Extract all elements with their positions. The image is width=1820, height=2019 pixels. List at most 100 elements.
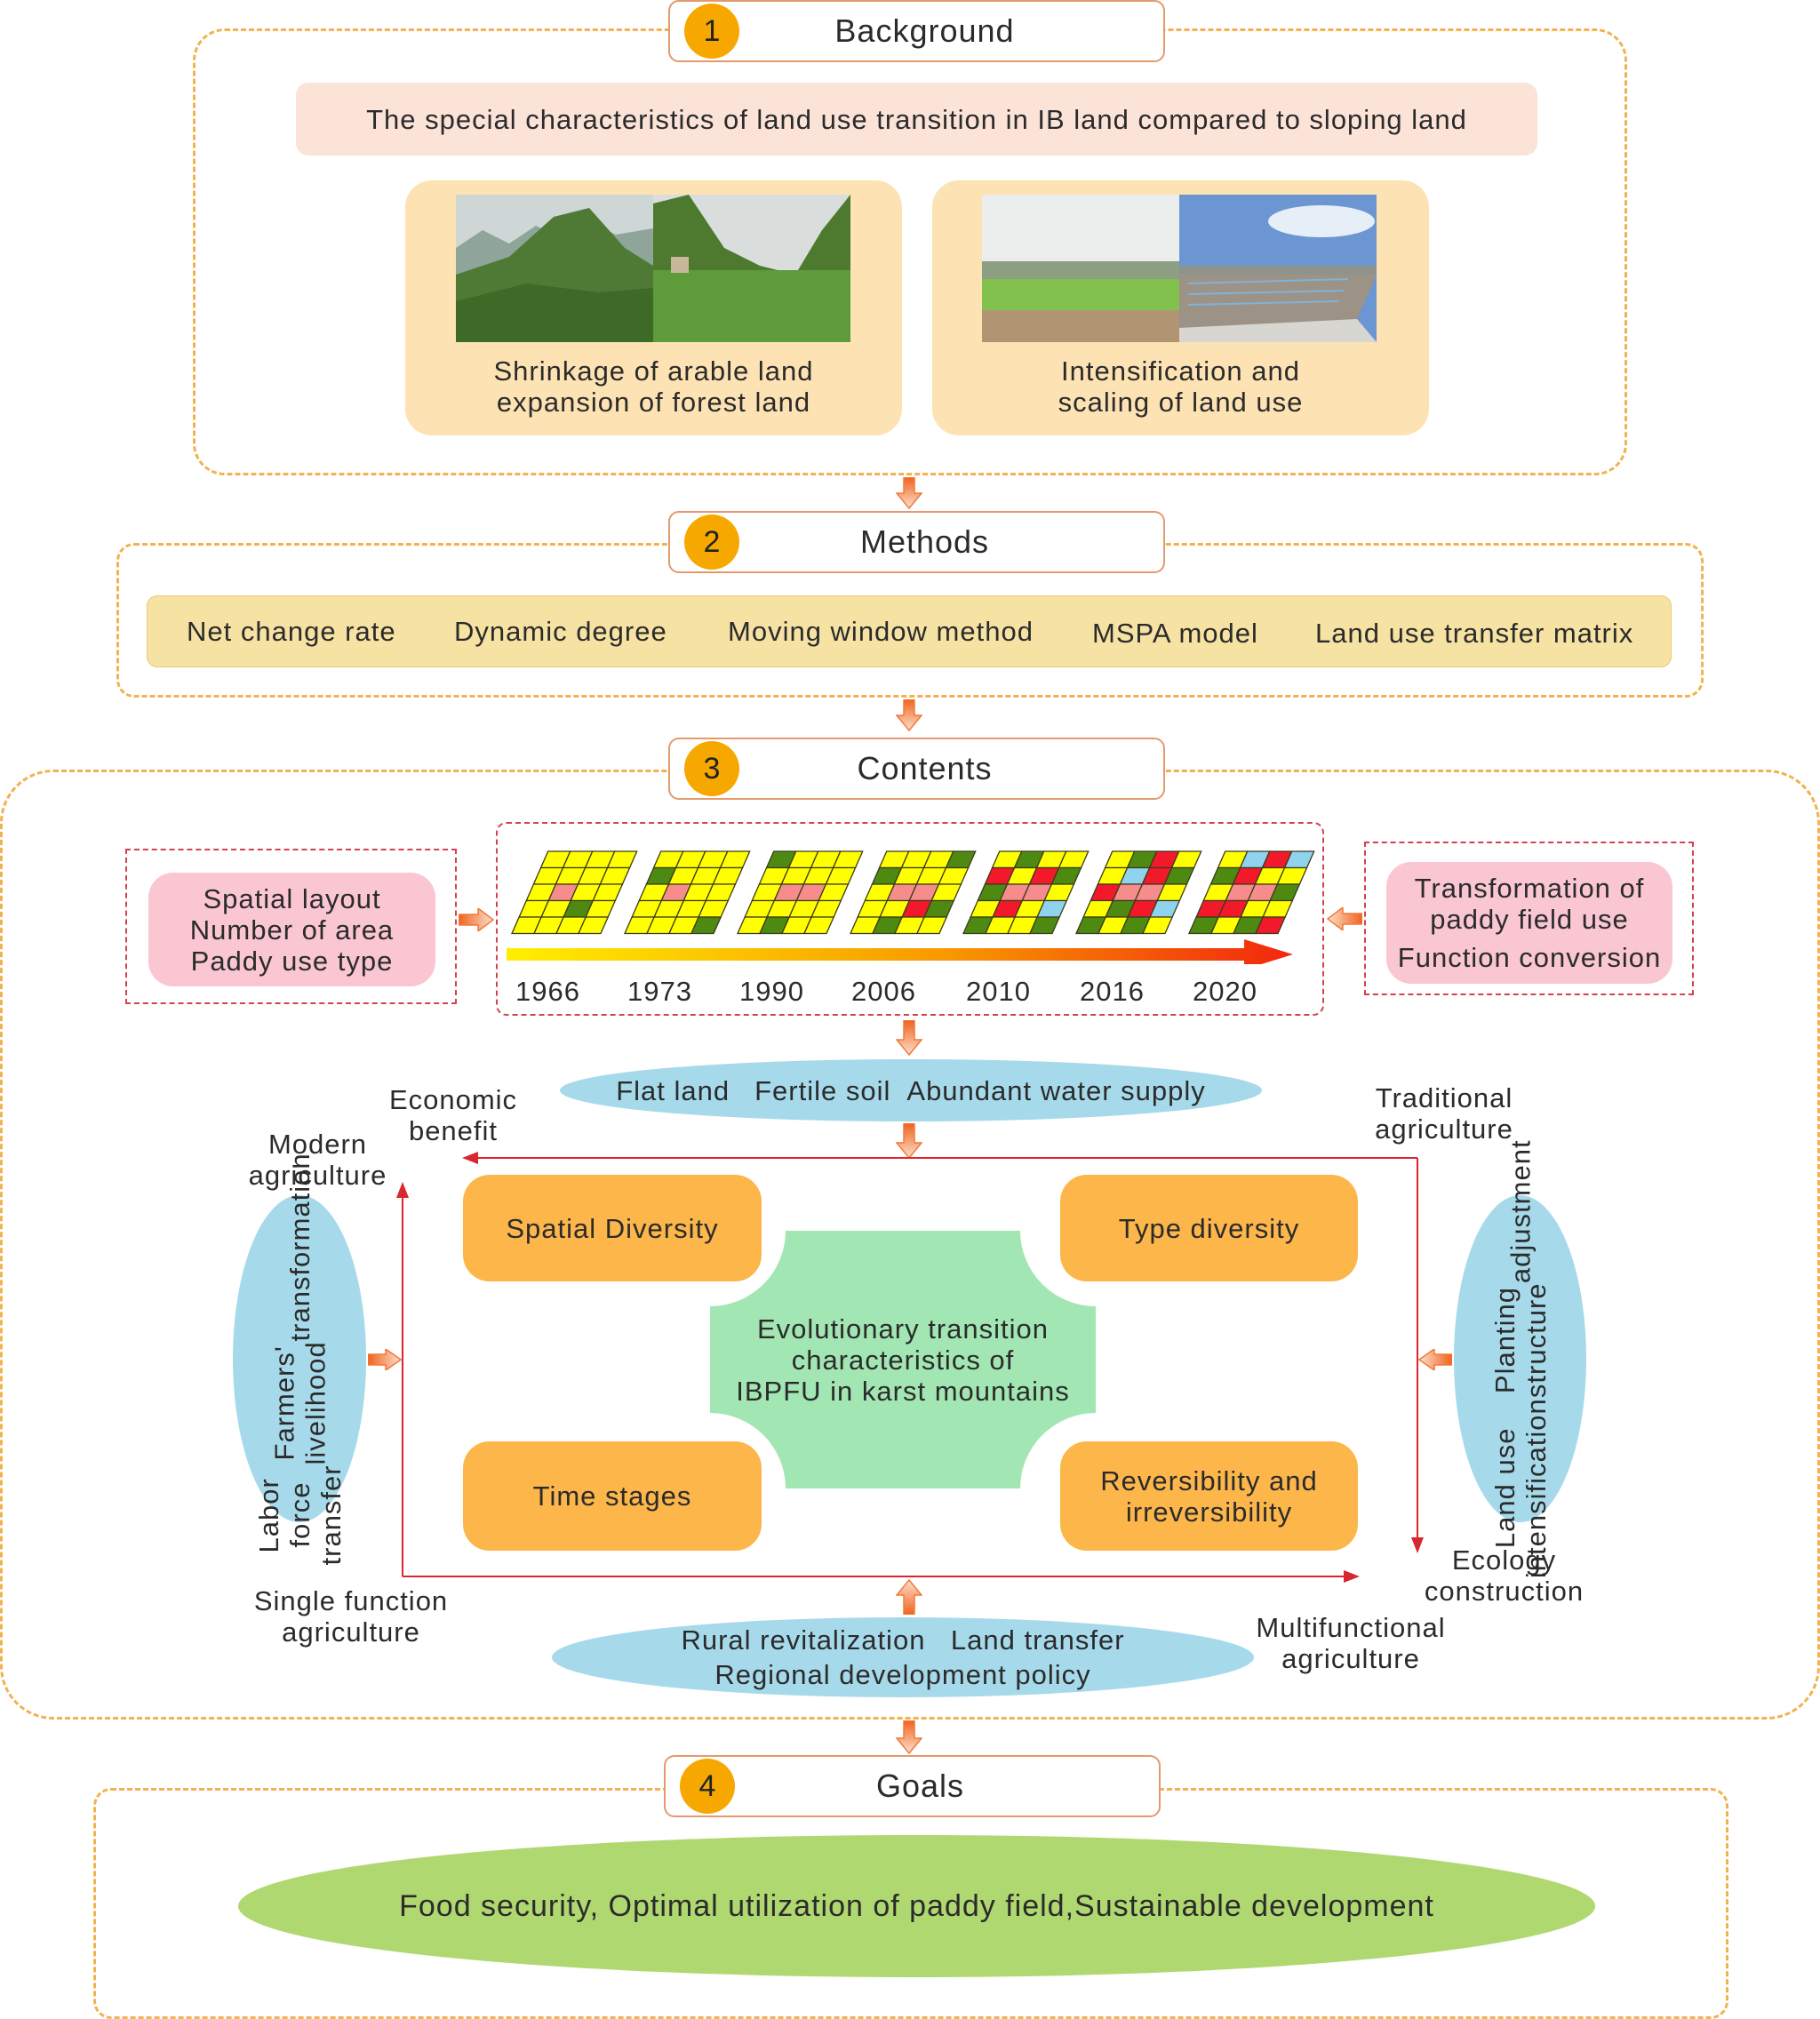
karst-mountain-forest-photo (456, 195, 653, 342)
background-banner: The special characteristics of land use … (296, 83, 1537, 156)
year-label: 2006 (851, 976, 916, 1007)
section-title: Methods (859, 523, 990, 560)
single-function-label: Single function agriculture (253, 1585, 449, 1648)
factor-text: Paddy use type (190, 945, 394, 977)
condition-text: Abundant water supply (906, 1074, 1206, 1106)
policy-text: Regional development policy (714, 1659, 1091, 1690)
grid-cell (578, 916, 610, 935)
section-number-badge: 2 (684, 515, 739, 570)
time-stages-box: Time stages (463, 1441, 762, 1551)
up-arrow-icon (896, 1579, 922, 1615)
evolution-core-shape (710, 1231, 1096, 1488)
goals-header: 4 Goals (664, 1755, 1161, 1817)
factor-text: Spatial layout (203, 882, 381, 914)
photo-card-forest: Shrinkage of arable land expansion of fo… (405, 180, 902, 435)
section-title: Background (834, 12, 1015, 49)
section-number-badge: 1 (684, 4, 739, 59)
spatial-factors-box (125, 849, 457, 1004)
down-arrow-icon (896, 1720, 922, 1754)
policy-ellipse: Rural revitalization Land transfer Regio… (552, 1617, 1254, 1697)
contents-header: 3 Contents (668, 738, 1165, 800)
goals-text: Food security, Optimal utilization of pa… (399, 1888, 1434, 1923)
greenhouse-farm-photo (1179, 195, 1377, 342)
year-label: 2010 (966, 976, 1031, 1007)
section-title: Contents (857, 750, 993, 786)
type-diversity-box: Type diversity (1060, 1175, 1358, 1281)
policy-text: Rural revitalization (681, 1624, 926, 1656)
arrowhead-down-icon (1411, 1537, 1424, 1553)
methods-bar: Net change rate Dynamic degree Moving wi… (147, 595, 1672, 667)
function-factors-pill: Transformation of paddy field use Functi… (1386, 862, 1672, 984)
banner-text: The special characteristics of land use … (366, 103, 1467, 135)
method-item: Dynamic degree (454, 616, 667, 647)
arrowhead-left-icon (462, 1152, 478, 1164)
method-item: MSPA model (1092, 618, 1258, 649)
year-label: 1973 (627, 976, 692, 1007)
paddy-grid-2006 (850, 850, 977, 935)
paddy-grid-2010 (962, 850, 1090, 935)
evolution-core-text: Evolutionary transition characteristics … (736, 1313, 1070, 1407)
left-arrow-icon (1327, 907, 1362, 930)
right-arrow-icon (459, 908, 494, 931)
livelihood-drivers-ellipse: Labor force transfer Farmers' livelihood… (233, 1153, 366, 1565)
factor-text: Transformation of (1414, 873, 1645, 904)
condition-text: Flat land (616, 1074, 730, 1106)
paddy-grid-2020 (1188, 850, 1315, 935)
factor-text: paddy field use (1430, 904, 1629, 935)
card-caption-line1: Shrinkage of arable land (493, 355, 814, 387)
year-label: 1966 (515, 976, 580, 1007)
paddy-grid-1966 (511, 850, 638, 935)
section-number-badge: 4 (680, 1759, 735, 1814)
grid-cell (690, 916, 722, 935)
grid-cell (1142, 916, 1174, 935)
arrowhead-up-icon (396, 1182, 409, 1198)
ecology-construction-label: Ecology construction (1424, 1544, 1585, 1607)
card-caption-line2: scaling of land use (1058, 387, 1304, 418)
right-arrow-icon (368, 1349, 402, 1370)
arrowhead-right-icon (1344, 1570, 1360, 1583)
grid-cell (1029, 916, 1061, 935)
paddy-grid-sequence (507, 850, 1315, 964)
paddy-field-village-photo (982, 195, 1179, 342)
method-item: Moving window method (728, 616, 1034, 647)
down-arrow-icon (896, 1020, 922, 1056)
methods-header: 2 Methods (668, 511, 1165, 573)
photo-card-intensification: Intensification and scaling of land use (932, 180, 1429, 435)
timeline-arrow-icon (507, 939, 1293, 964)
cornfield-valley-photo (653, 195, 850, 342)
down-arrow-icon (896, 1123, 922, 1159)
grid-cell (1255, 916, 1287, 935)
spatial-factors-pill: Spatial layout Number of area Paddy use … (148, 873, 435, 986)
conditions-ellipse: Flat land Fertile soil Abundant water su… (560, 1059, 1262, 1121)
function-factors-box (1364, 842, 1694, 995)
paddy-grid-2016 (1075, 850, 1202, 935)
modern-agriculture-label: Modern agriculture (248, 1129, 387, 1191)
down-arrow-icon (896, 699, 922, 731)
year-label: 2016 (1080, 976, 1145, 1007)
section-title: Goals (875, 1768, 965, 1804)
paddy-grid-1990 (737, 850, 864, 935)
grid-cell (916, 916, 948, 935)
down-arrow-icon (896, 477, 922, 509)
year-labels: 1966 1973 1990 2006 2010 2016 2020 (507, 976, 1315, 1011)
section-number-badge: 3 (684, 741, 739, 796)
card-caption-line2: expansion of forest land (496, 387, 811, 418)
left-arrow-icon (1418, 1349, 1452, 1370)
condition-text: Fertile soil (754, 1074, 891, 1106)
temporal-grid-panel (496, 822, 1324, 1016)
method-item: Net change rate (187, 616, 396, 647)
background-header: 1 Background (668, 0, 1165, 62)
goals-ellipse: Food security, Optimal utilization of pa… (238, 1835, 1595, 1977)
multifunctional-label: Multifunctional agriculture (1256, 1612, 1446, 1674)
traditional-agriculture-label: Traditional agriculture (1375, 1082, 1513, 1145)
card-caption-line1: Intensification and (1061, 355, 1300, 387)
spatial-diversity-box: Spatial Diversity (463, 1175, 762, 1281)
paddy-grid-1973 (624, 850, 751, 935)
factor-text: Function conversion (1397, 942, 1662, 973)
economic-benefit-label: Economic benefit (388, 1084, 518, 1146)
factor-text: Number of area (189, 914, 395, 946)
intensification-drivers-ellipse: Land use intensification Planting struct… (1454, 1139, 1586, 1578)
year-label: 2020 (1193, 976, 1257, 1007)
policy-text: Land transfer (950, 1624, 1125, 1656)
